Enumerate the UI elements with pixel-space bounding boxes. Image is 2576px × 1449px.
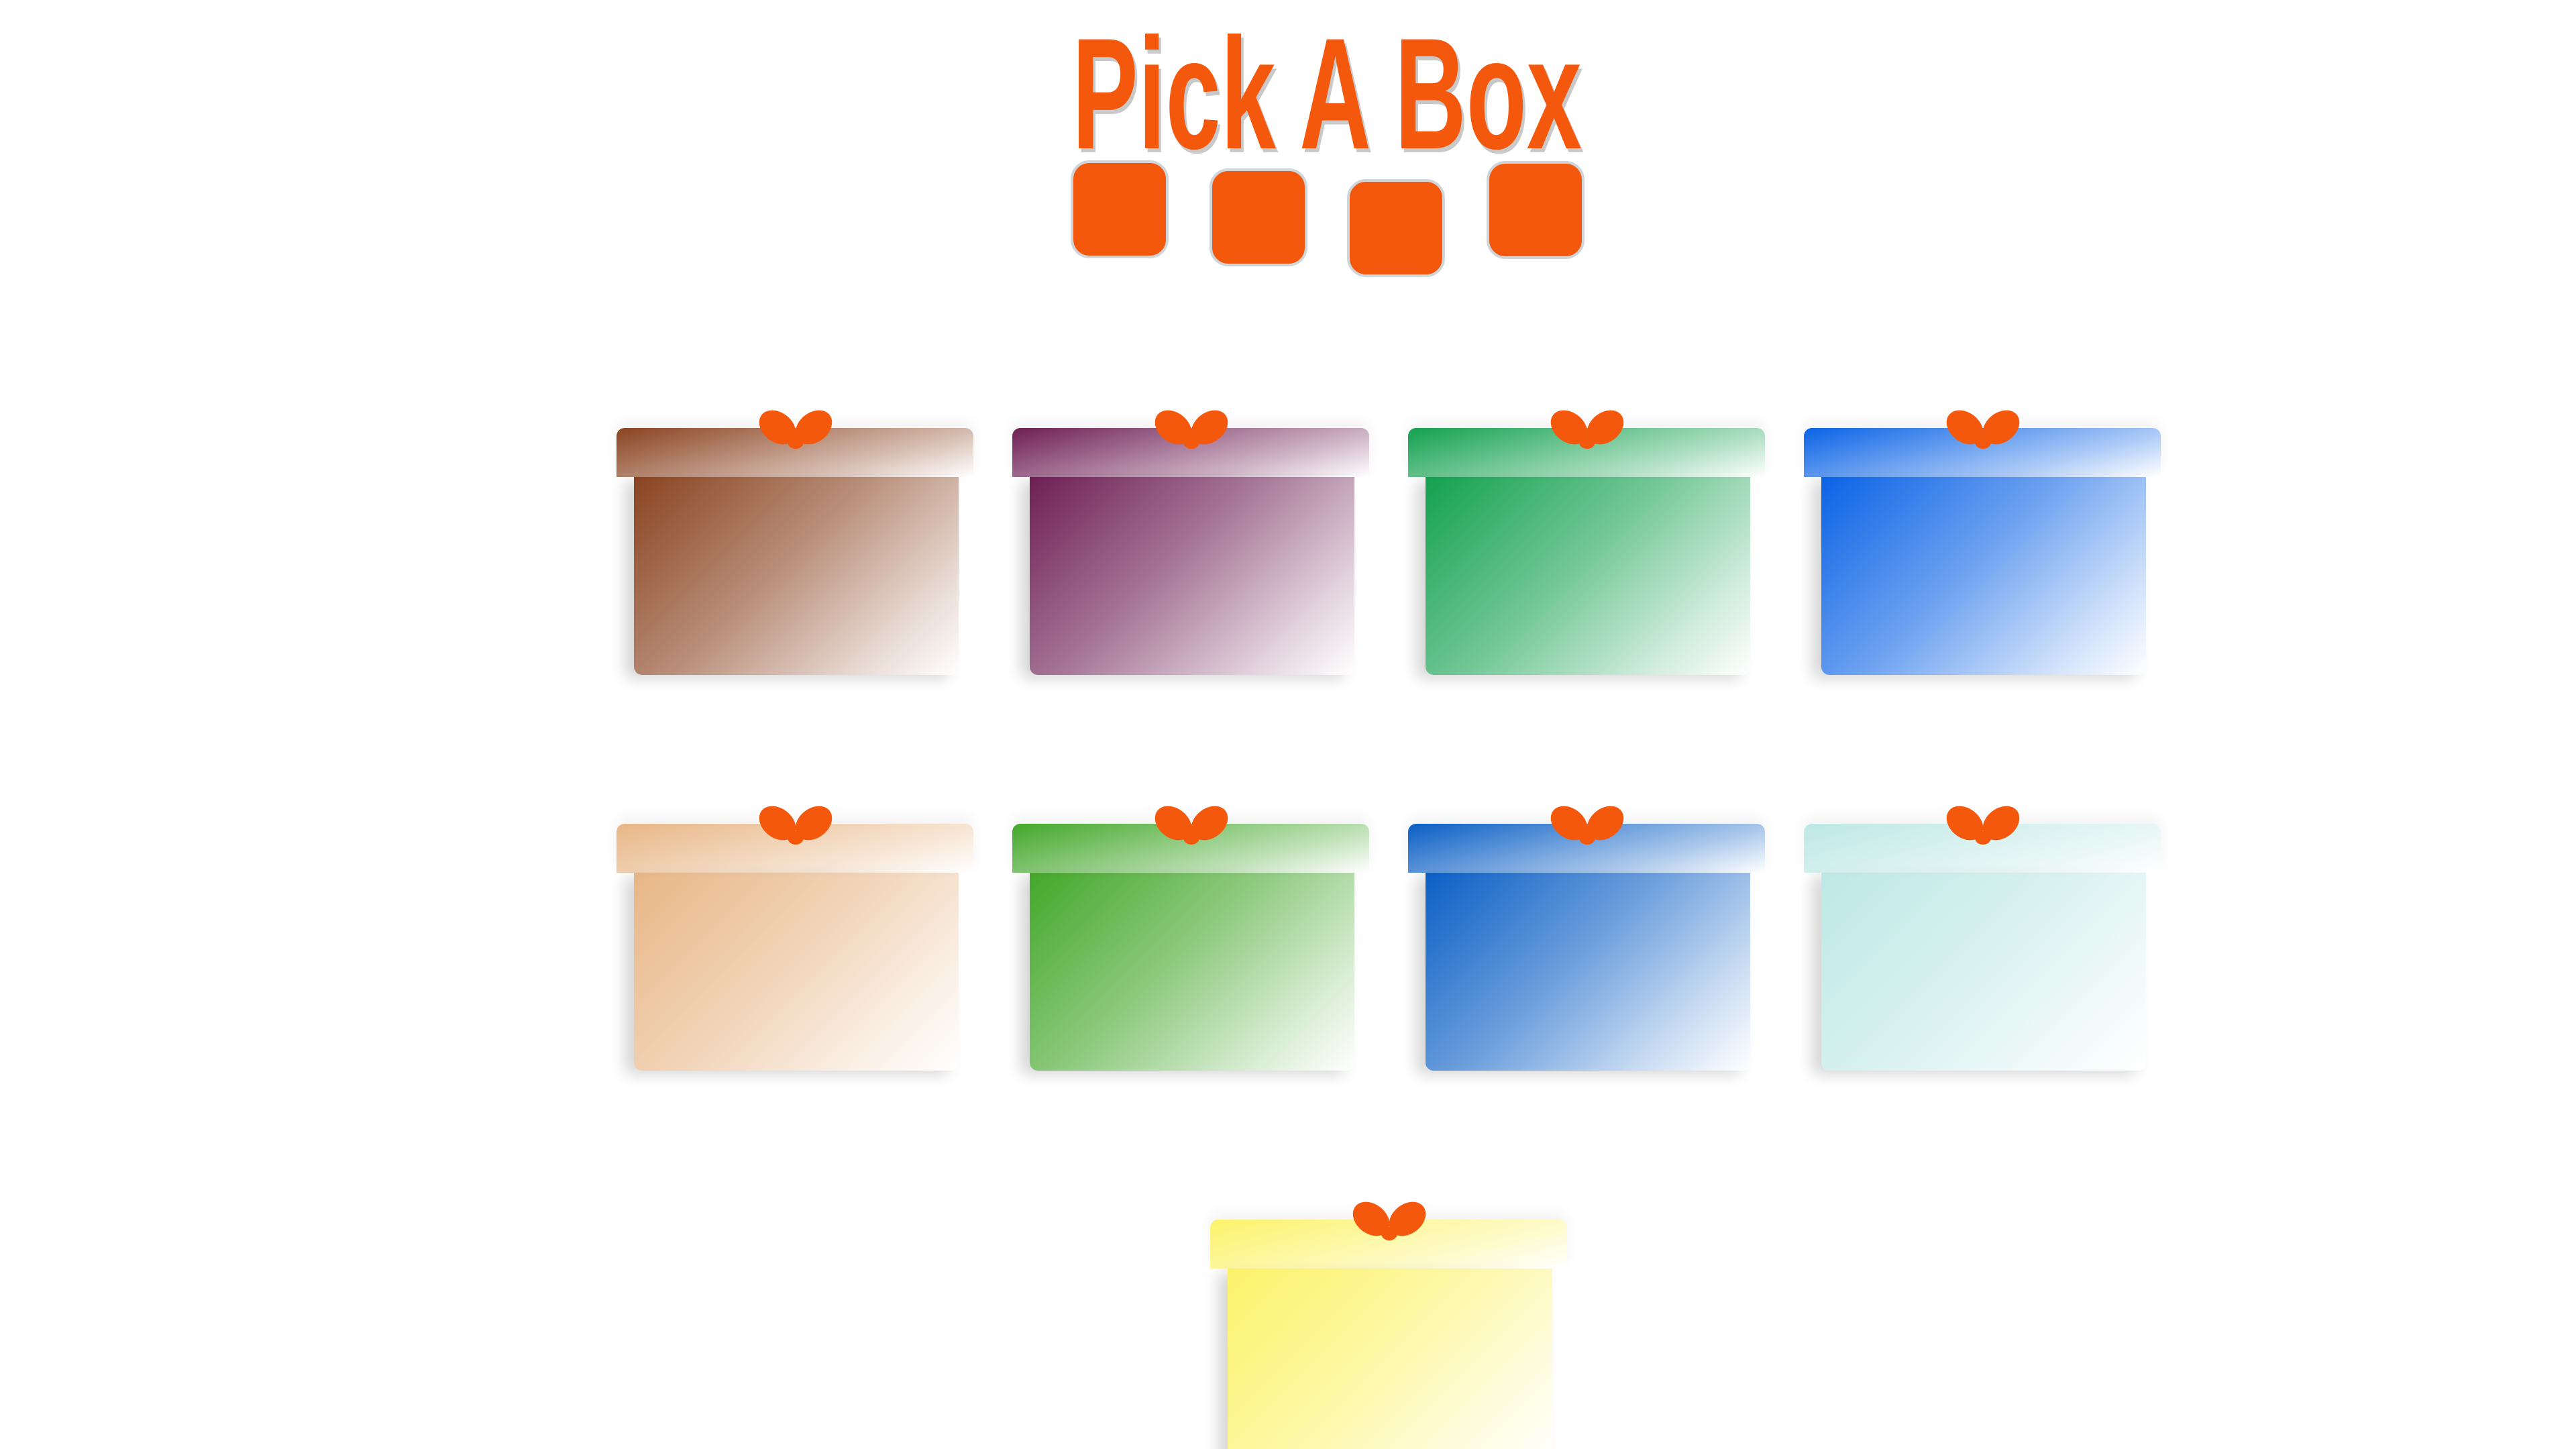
bow-icon [757, 407, 835, 450]
gift-box-body [1821, 873, 2146, 1071]
bow-icon [1944, 407, 2022, 450]
bow-icon [1944, 803, 2022, 846]
gift-box-peach[interactable] [616, 806, 973, 1071]
bow-icon [1548, 407, 1626, 450]
bow-icon [1350, 1199, 1428, 1242]
gift-box-royal-blue[interactable] [1408, 806, 1765, 1071]
page-title: Pick A Box [1072, 5, 1582, 182]
bow-icon [1152, 407, 1230, 450]
gift-box-mint[interactable] [1804, 806, 2161, 1071]
gift-box-green[interactable] [1408, 410, 1765, 675]
gift-box-body [1030, 477, 1354, 675]
gift-box-body [634, 873, 959, 1071]
gift-box-purple[interactable] [1012, 410, 1369, 675]
gift-box-body [1426, 873, 1750, 1071]
tile-4[interactable] [1487, 161, 1585, 259]
bow-icon [1548, 803, 1626, 846]
bow-icon [1152, 803, 1230, 846]
tile-2[interactable] [1210, 168, 1307, 266]
gift-box-brown[interactable] [616, 410, 973, 675]
gift-box-yellow[interactable] [1210, 1201, 1567, 1449]
gift-box-body [1821, 477, 2146, 675]
tile-3[interactable] [1347, 179, 1445, 277]
tile-1[interactable] [1071, 160, 1169, 258]
gift-box-blue[interactable] [1804, 410, 2161, 675]
gift-box-leaf-green[interactable] [1012, 806, 1369, 1071]
gift-box-body [634, 477, 959, 675]
bow-icon [757, 803, 835, 846]
gift-box-body [1030, 873, 1354, 1071]
gift-box-body [1228, 1269, 1552, 1449]
gift-box-body [1426, 477, 1750, 675]
